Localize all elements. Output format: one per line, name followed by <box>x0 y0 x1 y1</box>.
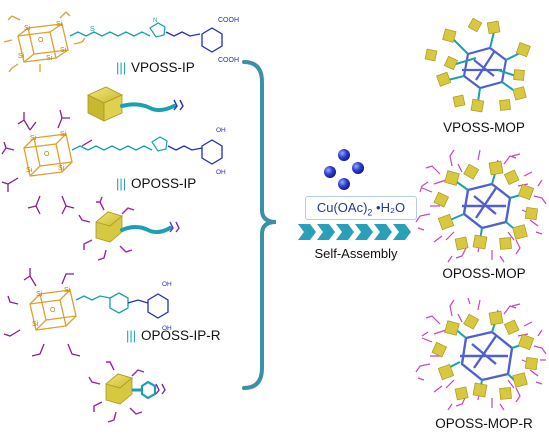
vposs-mop-model <box>424 17 531 113</box>
vposs-ip-label: VPOSS-IP <box>131 60 195 75</box>
si-atom-label: Si <box>56 21 63 28</box>
si-atom-label: Si <box>30 135 37 142</box>
vposs-triazole-ring <box>149 22 166 38</box>
cooh-label: COOH <box>218 57 239 64</box>
oposs-ip-r-structure: Si Si O Si OH OH <box>3 268 172 357</box>
si-atom-label: Si <box>32 321 39 328</box>
oposs-ip-r-label: OPOSS-IP-R <box>141 328 221 343</box>
o-atom-label: O <box>44 151 50 158</box>
reagent-suffix: •H₂O <box>372 200 406 215</box>
si-atom-label: Si <box>36 291 43 298</box>
o-atom-label: O <box>50 307 56 314</box>
si-atom-label: Si <box>60 131 67 138</box>
nitrogen-atom-label: N <box>153 18 157 24</box>
si-atom-label: Si <box>26 167 33 174</box>
oh-label: OH <box>216 169 226 176</box>
vposs-ip-structure: Si Si Si Si O Si S N COOH COOH <box>3 11 239 73</box>
cooh-label: COOH <box>218 17 239 24</box>
vposs-linker-chain <box>69 31 151 37</box>
process-label: Self-Assembly <box>314 246 398 261</box>
grouping-bracket <box>242 60 277 390</box>
oposs-ip-schematic-armed <box>78 196 180 261</box>
oh-label: OH <box>216 127 226 134</box>
equivalence-mark: ||| <box>116 60 126 75</box>
oposs-mop-r-label: OPOSS-MOP-R <box>435 416 533 431</box>
oposs-ip-r-schematic <box>88 361 166 423</box>
oposs-ip-schematic <box>87 86 184 122</box>
si-atom-label: Si <box>60 47 67 54</box>
reagent-base: Cu(OAc) <box>316 200 368 215</box>
oposs-ip-structure: Si Si O Si Si OH OH <box>1 109 226 215</box>
equivalence-mark: ||| <box>116 176 126 191</box>
o-atom-label: O <box>38 37 44 44</box>
equivalence-mark: ||| <box>126 328 136 343</box>
vposs-atom-labels: Si Si Si Si O Si <box>18 21 67 62</box>
oposs-cage <box>23 133 73 177</box>
copper-ions <box>324 149 364 190</box>
vposs-mop-label: VPOSS-MOP <box>443 120 525 135</box>
si-atom-label: Si <box>64 287 71 294</box>
si-atom-label: Si <box>58 165 65 172</box>
oposs-mop-label: OPOSS-MOP <box>442 266 525 281</box>
vposs-cage <box>3 11 86 73</box>
si-atom-label: Si <box>18 53 25 60</box>
si-atom-label: Si <box>24 25 31 32</box>
oposs-mop-model <box>415 149 547 263</box>
reagent-box: Cu(OAc)2 •H₂O <box>305 196 417 220</box>
oh-label: OH <box>162 325 172 332</box>
oposs-ip-label: OPOSS-IP <box>131 176 196 191</box>
vposs-mop-cubes <box>424 17 531 113</box>
oposs-arms <box>1 109 93 215</box>
reagent-subscript: 2 <box>367 207 373 218</box>
si-atom-label: Si <box>46 55 53 62</box>
vposs-propyl-chain <box>165 31 201 37</box>
sulfur-atom-label: S <box>90 26 95 33</box>
self-assembly-arrow <box>298 224 411 240</box>
oh-label: OH <box>162 281 172 288</box>
vposs-isophthalate-ring <box>201 27 223 53</box>
oposs-mop-r-model <box>415 297 547 411</box>
